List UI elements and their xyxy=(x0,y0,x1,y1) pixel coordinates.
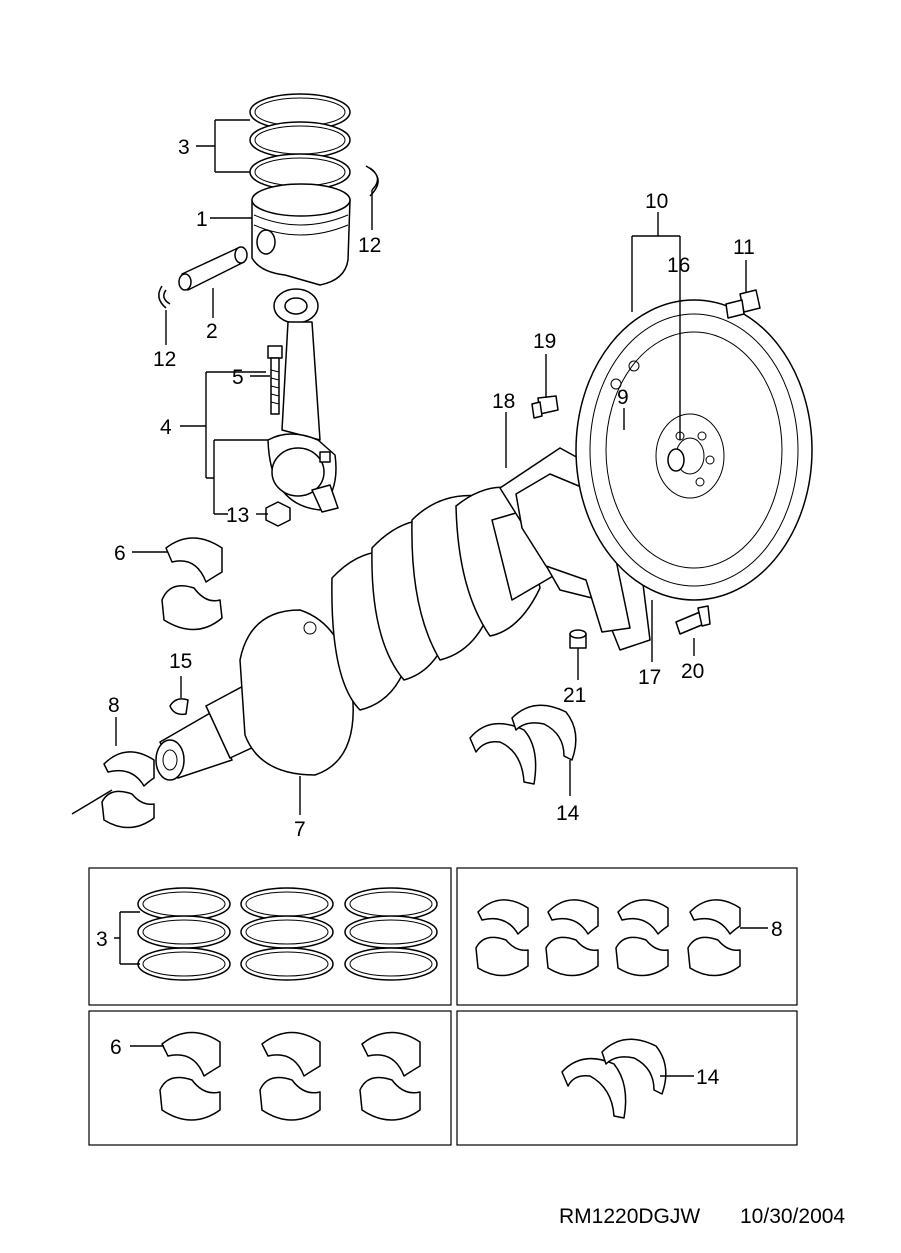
callout-4: 4 xyxy=(160,416,172,439)
callout-10: 10 xyxy=(645,190,668,213)
thrust-washer-kit xyxy=(561,1038,694,1119)
flywheel-bolt xyxy=(725,289,761,319)
callout-18: 18 xyxy=(492,390,515,413)
kit-callout-8: 8 xyxy=(771,918,783,941)
woodruff-key xyxy=(169,698,189,716)
callout-11: 11 xyxy=(733,236,755,259)
callout-20: 20 xyxy=(681,660,704,683)
piston xyxy=(251,183,351,286)
main-bearing-main xyxy=(101,751,155,829)
kit-box-main-bearings xyxy=(456,867,798,1006)
kit-box-thrust-washers xyxy=(456,1010,798,1146)
callout-21: 21 xyxy=(563,684,586,707)
callout-19: 19 xyxy=(533,330,556,353)
dowel-pin xyxy=(569,629,587,649)
callout-9: 9 xyxy=(617,386,629,409)
kit-callout-3: 3 xyxy=(96,928,108,951)
callout-14: 14 xyxy=(556,802,580,825)
callout-2: 2 xyxy=(206,320,218,343)
piston-rings xyxy=(249,93,351,191)
callout-3: 3 xyxy=(178,136,190,159)
seal-housing-bolt xyxy=(531,395,559,419)
rod-bearing-kit xyxy=(130,1031,421,1121)
kit-callout-6: 6 xyxy=(110,1036,122,1059)
callout-12-upper: 12 xyxy=(358,234,381,257)
callout-12-lower: 12 xyxy=(153,348,176,371)
kit-callout-14: 14 xyxy=(696,1066,720,1089)
snap-ring-lower xyxy=(158,285,171,309)
kit-box-rod-bearings xyxy=(88,1010,452,1146)
callout-16: 16 xyxy=(667,254,690,277)
piston-pin xyxy=(178,246,248,291)
callout-6: 6 xyxy=(114,542,126,565)
connecting-rod xyxy=(267,288,339,513)
crankshaft xyxy=(155,486,561,781)
flywheel xyxy=(575,299,813,601)
ring-set-kit xyxy=(114,887,438,981)
callout-17: 17 xyxy=(638,666,661,689)
callout-15: 15 xyxy=(169,650,192,673)
rod-bearing-main xyxy=(161,537,223,631)
rod-bolt xyxy=(267,345,283,415)
callout-5: 5 xyxy=(232,366,244,389)
callout-7: 7 xyxy=(294,818,306,841)
main-bearing-kit xyxy=(475,899,768,977)
rod-nut xyxy=(265,501,291,527)
bolt-20 xyxy=(675,605,711,635)
callout-1: 1 xyxy=(196,208,208,231)
callout-13: 13 xyxy=(226,504,249,527)
callout-8: 8 xyxy=(108,694,120,717)
drawing-date: 10/30/2004 xyxy=(740,1205,845,1228)
leader-lines xyxy=(71,119,747,815)
kit-box-rings xyxy=(88,867,452,1006)
pilot-bushing xyxy=(667,448,685,472)
drawing-code: RM1220DGJW xyxy=(559,1205,700,1228)
thrust-washers-main xyxy=(469,704,577,785)
